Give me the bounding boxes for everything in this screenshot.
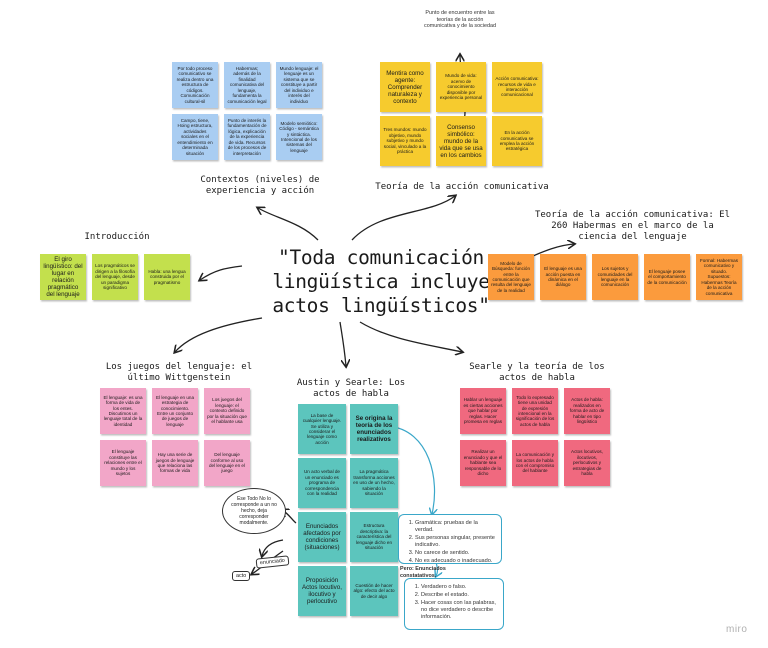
sticky-note[interactable]: Tres mundos: mundo objetivo, mundo subje… — [380, 116, 430, 166]
list-item: Gramática: pruebas de la verdad. — [415, 520, 495, 534]
sticky-note[interactable]: El lenguaje en una estrategia de conocim… — [152, 388, 198, 434]
sticky-note[interactable]: Punto de interés la fundamentación de ló… — [224, 114, 270, 160]
sticky-note[interactable]: La pragmática transforma acciones en uso… — [350, 458, 398, 508]
sticky-note[interactable]: El lenguaje: es una forma de vida de los… — [100, 388, 146, 434]
list-box-enunciados-constatativos[interactable]: Verdadero o falso. Describe el estado. H… — [404, 578, 504, 630]
label-introduccion: Introducción — [84, 232, 150, 242]
miro-watermark: miro — [726, 624, 748, 635]
sticky-note[interactable]: Modelo de Búsqueda: función entre la com… — [488, 254, 534, 300]
sticky-note[interactable]: Hay una serie de juegos de lenguaje que … — [152, 440, 198, 486]
list-box-enunciados-realizativos[interactable]: Gramática: pruebas de la verdad. Sus per… — [398, 514, 502, 564]
link-to-list-one — [387, 425, 435, 514]
label-habermas: Teoría de la acción comunicativa: El 260… — [534, 210, 731, 242]
list-one: Gramática: pruebas de la verdad. Sus per… — [405, 520, 495, 565]
arrow-to-teoria — [351, 196, 455, 241]
sticky-note[interactable]: El lenguaje es una acción puesta en diná… — [540, 254, 586, 300]
list-two-title: Pero: Enunciados constatativos. — [400, 566, 446, 579]
list-item: Verdadero o falso. — [421, 584, 497, 591]
sticky-note[interactable]: Hablar un lenguaje es ciertas acciones q… — [460, 388, 506, 434]
sticky-note[interactable]: La base de cualquier lenguaje. Se utiliz… — [298, 404, 346, 454]
sticky-note[interactable]: Los juegos del lenguaje: el contexto def… — [204, 388, 250, 434]
sticky-note[interactable]: Cuestión de hacer algo: efecto del acto … — [350, 566, 398, 616]
central-title: "Toda comunicación lingüística incluye a… — [272, 246, 490, 317]
sticky-note[interactable]: Actos de habla: realizados en forma de a… — [564, 388, 610, 434]
sticky-note[interactable]: Mentira como agente: Comprender naturale… — [380, 62, 430, 112]
sticky-note[interactable]: Habermas; además de la finalidad comunic… — [224, 62, 270, 108]
sticky-note[interactable]: Formal: Habermas comunicativo y situado.… — [696, 254, 742, 300]
label-juegos: Los juegos del lenguaje: el último Wittg… — [105, 362, 253, 383]
sticky-note[interactable]: Mundo de vida: acervo de conocimiento di… — [436, 62, 486, 112]
list-item: No carece de sentido. — [415, 550, 495, 557]
list-item: Sus personas singular, presente indicati… — [415, 535, 495, 549]
sticky-note[interactable]: Los pragmáticos se dirigen a la filosofí… — [92, 254, 138, 300]
label-searle: Searle y la teoría de los actos de habla — [469, 362, 605, 383]
arrow-to-introduccion — [200, 265, 243, 280]
list-item: Describe el estado. — [421, 592, 497, 599]
sticky-note[interactable]: Todo lo expresado tiene una unidad de ex… — [512, 388, 558, 434]
sticky-note[interactable]: El lenguaje constituye las relaciones en… — [100, 440, 146, 486]
label-austin: Austin y Searle: Los actos de habla — [296, 378, 406, 399]
sticky-note[interactable]: En la acción comunicativa se emplea la a… — [492, 116, 542, 166]
sticky-note[interactable]: Estructura descriptiva: la característic… — [350, 512, 398, 562]
sticky-note[interactable]: El lenguaje posee el comportamiento de l… — [644, 254, 690, 300]
arrow-to-austin — [339, 321, 346, 366]
sticky-note[interactable]: Se origina la teoría de los enunciados r… — [350, 404, 398, 454]
acto-tag[interactable]: acto — [232, 571, 251, 581]
list-item: No es adecuado o inadecuado. — [415, 558, 495, 565]
sticky-note[interactable]: Campo, tiene, Hoing estructura, activida… — [172, 114, 218, 160]
quote-bubble[interactable]: Ese Todo No lo corresponde a un no hecho… — [222, 488, 286, 534]
punto-encuentro-text: Punto de encuentro entre las teorías de … — [424, 10, 496, 30]
label-contextos: Contextos (niveles) de experiencia y acc… — [200, 175, 320, 196]
sticky-note[interactable]: Actos locutivos, ilocutivos, perlocutivo… — [564, 440, 610, 486]
sticky-note[interactable]: Acción comunicativa: recursos de vida e … — [492, 62, 542, 112]
sticky-note[interactable]: Los sujetos y comunidades del lenguaje e… — [592, 254, 638, 300]
sticky-note[interactable]: Un acto verbal de un enunciado es progra… — [298, 458, 346, 508]
sticky-note[interactable]: Modelo semiótico: Código - semántica y s… — [276, 114, 322, 160]
sticky-note[interactable]: Consenso simbólico: mundo de la vida que… — [436, 116, 486, 166]
sticky-note[interactable]: La comunicación y los actos de habla con… — [512, 440, 558, 486]
label-teoria-accion: Teoría de la acción comunicativa — [375, 182, 549, 192]
arrow-to-juegos — [175, 317, 263, 352]
arrow-to-contextos — [258, 208, 319, 241]
sticky-note[interactable]: Enunciados afectados por condiciones (si… — [298, 512, 346, 562]
sticky-note[interactable]: Del lenguaje conforme al uso del lenguaj… — [204, 440, 250, 486]
list-item: Hacer cosas con las palabras, no dice ve… — [421, 600, 497, 621]
sticky-note[interactable]: Habla: una lengua construida por el prag… — [144, 254, 190, 300]
arrow-to-searle — [359, 321, 462, 352]
sticky-note[interactable]: Por todo proceso comunicativo se realiza… — [172, 62, 218, 108]
arrow-to-enunciado — [262, 539, 284, 556]
sticky-note[interactable]: Realizar un enunciado y que el hablante … — [460, 440, 506, 486]
sticky-note[interactable]: Proposición Actos locutivo, ilocutivo y … — [298, 566, 346, 616]
list-two: Verdadero o falso. Describe el estado. H… — [411, 584, 497, 621]
sticky-note[interactable]: El giro lingüístico: del lugar en relaci… — [40, 254, 86, 300]
sticky-note[interactable]: Mundo lenguaje: el lenguaje es un sistem… — [276, 62, 322, 108]
